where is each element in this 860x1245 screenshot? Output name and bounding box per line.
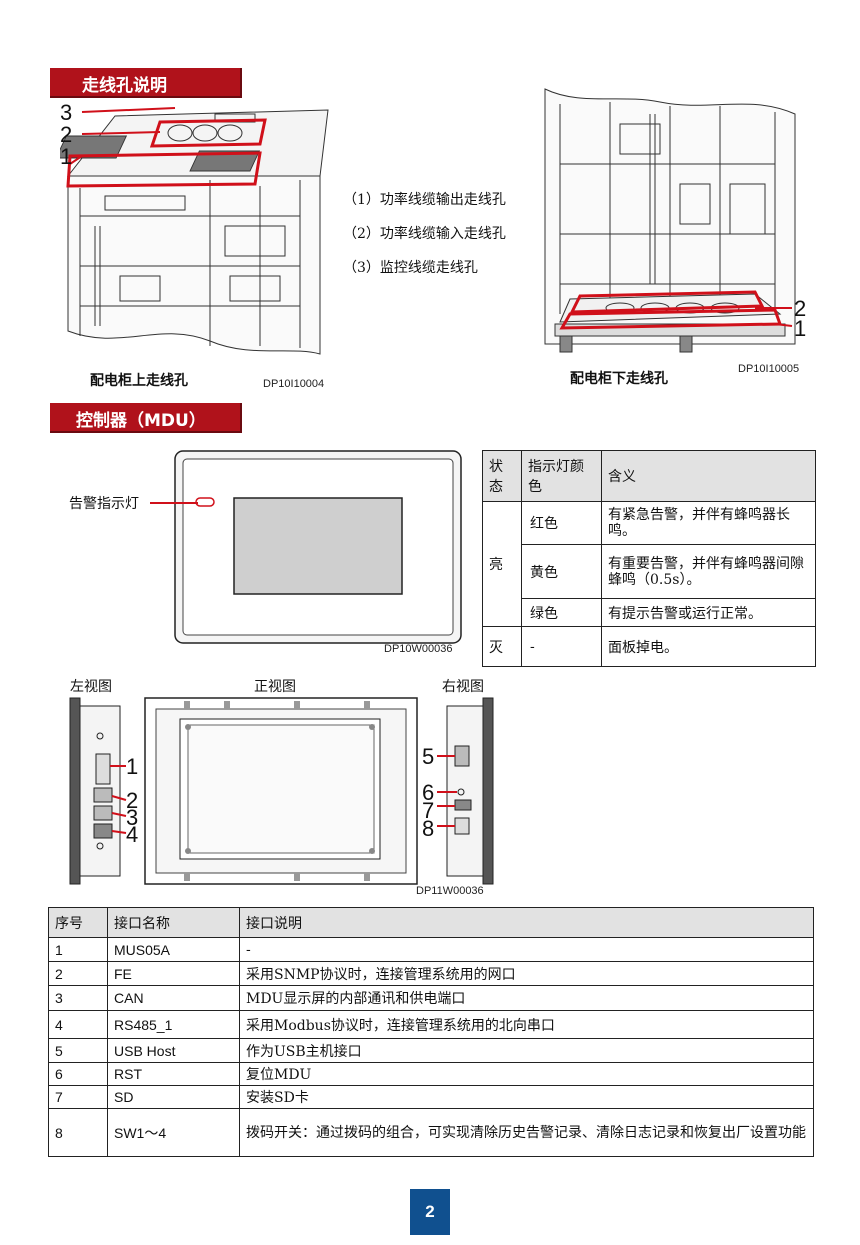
right-callout-7: 7 bbox=[422, 798, 435, 823]
top-callout-2: 2 bbox=[60, 122, 73, 147]
top-callout-1: 1 bbox=[60, 144, 73, 169]
table-row: 2 FE 采用SNMP协议时，连接管理系统用的网口 bbox=[48, 961, 814, 986]
port-header-index: 序号 bbox=[48, 907, 108, 938]
bottom-callout-1: 1 bbox=[794, 316, 807, 341]
port-index: 8 bbox=[48, 1108, 108, 1157]
top-callout-3: 3 bbox=[60, 100, 73, 125]
port-name: FE bbox=[107, 961, 240, 986]
table-row: 1 MUS05A - bbox=[48, 937, 814, 962]
port-name: MUS05A bbox=[107, 937, 240, 962]
led-meaning-yellow: 有重要告警，并伴有蜂鸣器间隙蜂鸣（0.5s）。 bbox=[601, 544, 816, 599]
port-name: RST bbox=[107, 1062, 240, 1086]
left-callout-3: 3 bbox=[126, 805, 139, 830]
led-color-yellow: 黄色 bbox=[521, 544, 602, 599]
top-cabinet-illustration bbox=[60, 107, 329, 355]
bottom-callout-2: 2 bbox=[794, 296, 807, 321]
right-callout-5: 5 bbox=[422, 744, 435, 769]
table-row: 绿色 有提示告警或运行正常。 bbox=[483, 598, 816, 627]
table-row: 黄色 有重要告警，并伴有蜂鸣器间隙蜂鸣（0.5s）。 bbox=[483, 544, 816, 599]
bottom-figure-caption: 配电柜下走线孔 bbox=[570, 371, 668, 387]
left-callout-2: 2 bbox=[126, 788, 139, 813]
port-index: 4 bbox=[48, 1010, 108, 1039]
port-desc: 拨码开关：通过拨码的组合，可实现清除历史告警记录、清除日志记录和恢复出厂设置功能 bbox=[239, 1108, 814, 1157]
led-color-red: 红色 bbox=[521, 501, 602, 545]
port-desc: MDU显示屏的内部通讯和供电端口 bbox=[239, 985, 814, 1011]
port-index: 3 bbox=[48, 985, 108, 1011]
led-state-off: 灭 bbox=[482, 626, 522, 667]
port-name: USB Host bbox=[107, 1038, 240, 1063]
led-status-table: 状态 指示灯颜色 含义 亮 红色 有紧急告警，并伴有蜂鸣器长鸣。 黄色 有重要告… bbox=[482, 450, 816, 667]
led-color-green: 绿色 bbox=[521, 598, 602, 627]
port-name: CAN bbox=[107, 985, 240, 1011]
table-row: 4 RS485_1 采用Modbus协议时，连接管理系统用的北向串口 bbox=[48, 1010, 814, 1039]
port-desc: 采用SNMP协议时，连接管理系统用的网口 bbox=[239, 961, 814, 986]
led-state-on: 亮 bbox=[482, 501, 522, 627]
led-header-color: 指示灯颜色 bbox=[521, 450, 602, 502]
port-name: SW1～4 bbox=[107, 1108, 240, 1157]
left-view-label: 左视图 bbox=[70, 679, 112, 695]
led-meaning-red: 有紧急告警，并伴有蜂鸣器长鸣。 bbox=[601, 501, 816, 545]
led-header-meaning: 含义 bbox=[601, 450, 816, 502]
port-header-name: 接口名称 bbox=[107, 907, 240, 938]
led-header-state: 状态 bbox=[482, 450, 522, 502]
right-view-label: 右视图 bbox=[442, 679, 484, 695]
port-desc: 作为USB主机接口 bbox=[239, 1038, 814, 1063]
alarm-indicator-leader bbox=[150, 502, 198, 504]
right-callout-8: 8 bbox=[422, 816, 435, 841]
table-row: 8 SW1～4 拨码开关：通过拨码的组合，可实现清除历史告警记录、清除日志记录和… bbox=[48, 1108, 814, 1157]
led-color-none: - bbox=[521, 626, 602, 667]
port-desc: 采用Modbus协议时，连接管理系统用的北向串口 bbox=[239, 1010, 814, 1039]
port-name: SD bbox=[107, 1085, 240, 1109]
port-index: 7 bbox=[48, 1085, 108, 1109]
top-figure-code: DP10I10004 bbox=[263, 378, 325, 390]
top-figure-caption: 配电柜上走线孔 bbox=[90, 373, 188, 389]
section-title-cable-holes: 走线孔说明 bbox=[50, 68, 242, 98]
legend-item-1: （1）功率线缆输出走线孔 bbox=[343, 192, 506, 208]
port-table: 序号 接口名称 接口说明 1 MUS05A - 2 FE 采用SNMP协议时，连… bbox=[48, 907, 814, 1157]
page-number: 2 bbox=[410, 1189, 450, 1235]
bottom-figure-code: DP10I10005 bbox=[738, 363, 800, 375]
port-header-desc: 接口说明 bbox=[239, 907, 814, 938]
led-meaning-off: 面板掉电。 bbox=[601, 626, 816, 667]
table-row: 7 SD 安装SD卡 bbox=[48, 1085, 814, 1109]
table-row: 3 CAN MDU显示屏的内部通讯和供电端口 bbox=[48, 985, 814, 1011]
mdu-right-view-illustration bbox=[437, 697, 494, 885]
views-code: DP11W00036 bbox=[416, 885, 484, 897]
mdu-front-code: DP10W00036 bbox=[384, 643, 453, 655]
port-index: 2 bbox=[48, 961, 108, 986]
left-callout-1: 1 bbox=[126, 754, 139, 779]
led-meaning-green: 有提示告警或运行正常。 bbox=[601, 598, 816, 627]
legend-item-2: （2）功率线缆输入走线孔 bbox=[343, 226, 506, 242]
port-desc: 安装SD卡 bbox=[239, 1085, 814, 1109]
mdu-left-view-illustration bbox=[69, 697, 127, 885]
table-row: 6 RST 复位MDU bbox=[48, 1062, 814, 1086]
alarm-indicator-label: 告警指示灯 bbox=[69, 496, 139, 512]
port-index: 1 bbox=[48, 937, 108, 962]
table-row: 亮 红色 有紧急告警，并伴有蜂鸣器长鸣。 bbox=[482, 501, 816, 627]
left-callout-4: 4 bbox=[126, 822, 139, 847]
mdu-front-panel-illustration bbox=[174, 450, 462, 644]
section-title-mdu: 控制器（MDU） bbox=[50, 403, 242, 433]
right-callout-6: 6 bbox=[422, 780, 435, 805]
table-row: 5 USB Host 作为USB主机接口 bbox=[48, 1038, 814, 1063]
table-row: 灭 - 面板掉电。 bbox=[482, 626, 816, 667]
cable-hole-legend: （1）功率线缆输出走线孔 （2）功率线缆输入走线孔 （3）监控线缆走线孔 bbox=[343, 189, 506, 291]
bottom-cabinet-illustration bbox=[544, 88, 796, 353]
mdu-front-view-illustration bbox=[144, 697, 418, 885]
front-view-label: 正视图 bbox=[254, 679, 296, 695]
port-desc: 复位MDU bbox=[239, 1062, 814, 1086]
port-name: RS485_1 bbox=[107, 1010, 240, 1039]
legend-item-3: （3）监控线缆走线孔 bbox=[343, 260, 478, 276]
port-desc: - bbox=[239, 937, 814, 962]
port-index: 5 bbox=[48, 1038, 108, 1063]
port-index: 6 bbox=[48, 1062, 108, 1086]
